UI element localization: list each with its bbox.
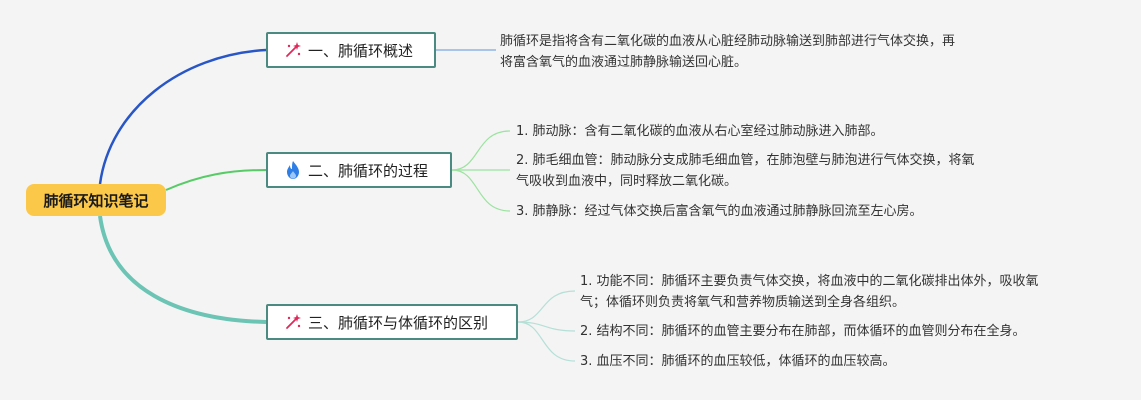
branch-label: 二、肺循环的过程 bbox=[308, 161, 429, 180]
root-to-branch-2-connector bbox=[165, 169, 267, 191]
note-comparison-1: 1. 功能不同：肺循环主要负责气体交换，将血液中的二氧化碳排出体外，吸收氧 气；… bbox=[580, 271, 1039, 313]
note-overview: 肺循环是指将含有二氧化碳的血液从心脏经肺动脉输送到肺部进行气体交换，再 将富含氧… bbox=[500, 31, 955, 73]
note-process-1: 1. 肺动脉：含有二氧化碳的血液从右心室经过肺动脉进入肺部。 bbox=[516, 121, 884, 142]
note-line: 1. 肺动脉：含有二氧化碳的血液从右心室经过肺动脉进入肺部。 bbox=[516, 124, 884, 139]
branch-3-to-note-3-connector bbox=[517, 321, 576, 362]
note-comparison-3: 3. 血压不同：肺循环的血压较低，体循环的血压较高。 bbox=[580, 351, 896, 372]
sparkle-icon bbox=[284, 40, 302, 60]
note-line: 1. 功能不同：肺循环主要负责气体交换，将血液中的二氧化碳排出体外，吸收氧 bbox=[580, 274, 1039, 289]
branch-2-to-note-1-connector bbox=[451, 130, 511, 171]
note-line: 气；体循环则负责将氧气和营养物质输送到全身各组织。 bbox=[580, 295, 906, 310]
root-node[interactable]: 肺循环知识笔记 bbox=[26, 184, 166, 216]
branch-label: 三、肺循环与体循环的区别 bbox=[308, 313, 489, 332]
note-process-3: 3. 肺静脉：经过气体交换后富含氧气的血液通过肺静脉回流至左心房。 bbox=[516, 201, 923, 222]
branch-2-to-note-3-connector bbox=[451, 169, 511, 212]
root-to-branch-1-connector bbox=[98, 48, 267, 185]
note-line: 气吸收到血液中，同时释放二氧化碳。 bbox=[516, 174, 738, 189]
note-line: 3. 血压不同：肺循环的血压较低，体循环的血压较高。 bbox=[580, 354, 896, 369]
note-line: 2. 肺毛细血管：肺动脉分支成肺毛细血管，在肺泡壁与肺泡进行气体交换，将氧 bbox=[516, 153, 975, 168]
sparkle-icon bbox=[284, 312, 302, 332]
branch-label: 一、肺循环概述 bbox=[308, 41, 414, 60]
branch-3-to-note-2-connector bbox=[517, 321, 576, 332]
note-line: 肺循环是指将含有二氧化碳的血液从心脏经肺动脉输送到肺部进行气体交换，再 bbox=[500, 34, 956, 49]
root-label: 肺循环知识笔记 bbox=[43, 191, 149, 210]
fire-icon bbox=[284, 160, 302, 180]
note-comparison-2: 2. 结构不同：肺循环的血管主要分布在肺部，而体循环的血管则分布在全身。 bbox=[580, 321, 1026, 342]
branch-node-overview[interactable]: 一、肺循环概述 bbox=[266, 32, 436, 68]
branch-node-process[interactable]: 二、肺循环的过程 bbox=[266, 152, 452, 188]
branch-node-comparison[interactable]: 三、肺循环与体循环的区别 bbox=[266, 304, 518, 340]
note-line: 将富含氧气的血液通过肺静脉输送回心脏。 bbox=[500, 55, 748, 70]
root-to-branch-3-connector bbox=[98, 215, 267, 324]
note-line: 3. 肺静脉：经过气体交换后富含氧气的血液通过肺静脉回流至左心房。 bbox=[516, 204, 923, 219]
note-line: 2. 结构不同：肺循环的血管主要分布在肺部，而体循环的血管则分布在全身。 bbox=[580, 324, 1026, 339]
branch-3-to-note-1-connector bbox=[517, 290, 576, 323]
note-process-2: 2. 肺毛细血管：肺动脉分支成肺毛细血管，在肺泡壁与肺泡进行气体交换，将氧 气吸… bbox=[516, 150, 975, 192]
